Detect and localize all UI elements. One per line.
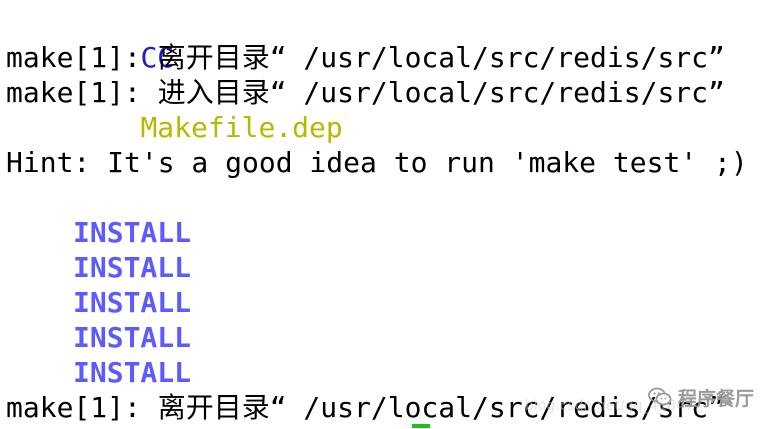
leave-directory-line: make[1]: 离开目录“ /usr/local/src/redis/src”	[6, 391, 725, 424]
makefile-dep-label: Makefile.dep	[140, 111, 343, 144]
hint-line: Hint: It's a good idea to run 'make test…	[6, 146, 748, 179]
wechat-icon	[648, 387, 672, 407]
terminal-cursor	[412, 424, 430, 428]
install-line: INSTALL	[73, 251, 192, 284]
cc-label: CC	[140, 41, 175, 74]
watermark: 程序餐厅	[648, 384, 754, 410]
install-line: INSTALL	[73, 216, 192, 249]
watermark-url: blog.csdn.net/qq_41847	[525, 398, 694, 414]
install-line: INSTALL	[73, 356, 192, 389]
install-line: INSTALL	[73, 286, 192, 319]
leave-directory-line: make[1]: 离开目录“ /usr/local/src/redis/src”	[6, 41, 725, 74]
install-line: INSTALL	[73, 321, 192, 354]
compile-line: CC Makefile.dep	[6, 5, 342, 144]
enter-directory-line: make[1]: 进入目录“ /usr/local/src/redis/src”	[6, 76, 725, 109]
watermark-label: 程序餐厅	[678, 387, 755, 410]
